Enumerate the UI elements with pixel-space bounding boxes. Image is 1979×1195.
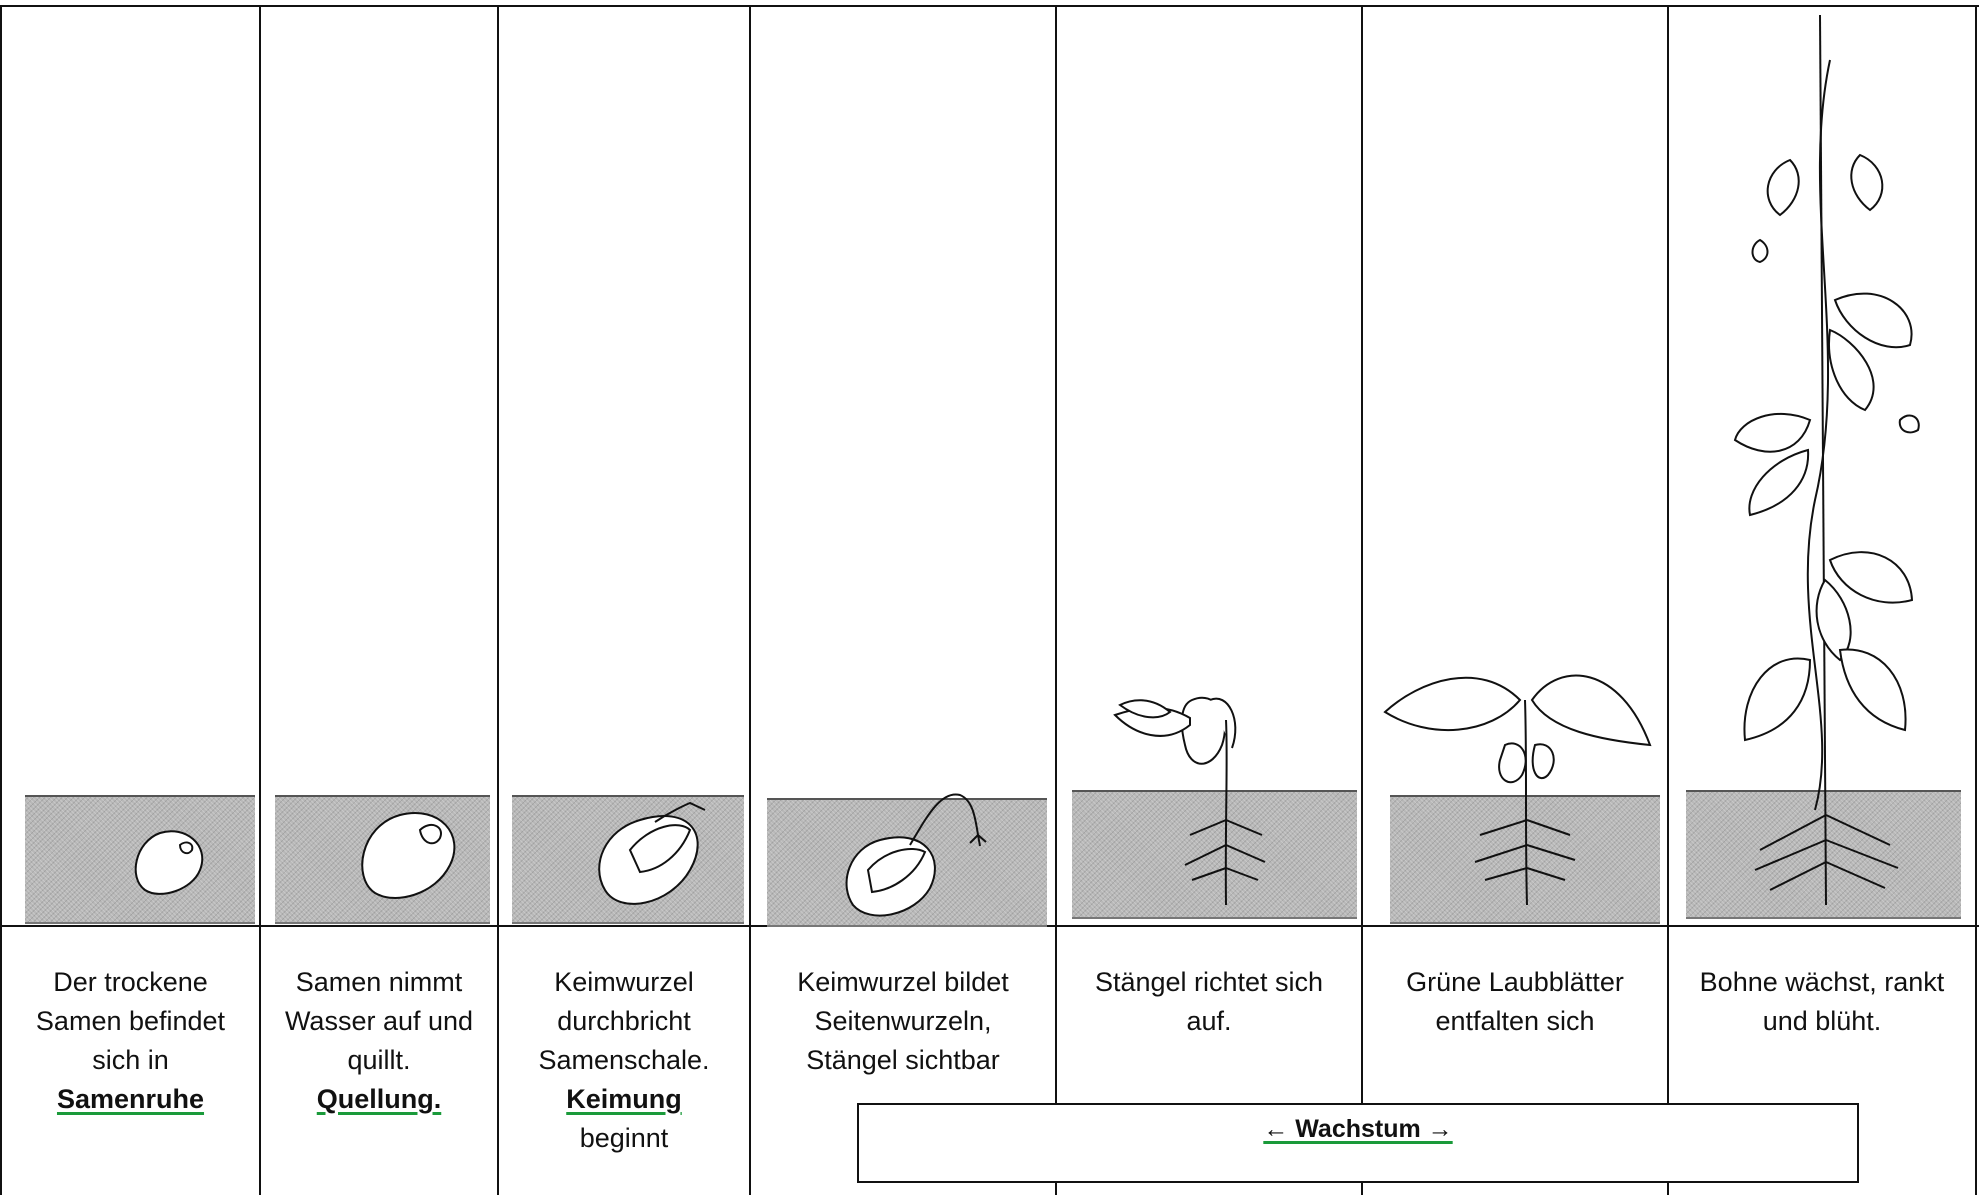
soil-strip-1 bbox=[25, 795, 255, 924]
soil-strip-7 bbox=[1686, 790, 1961, 919]
caption-stage-4: Keimwurzel bildet Seitenwurzeln, Stängel… bbox=[751, 963, 1055, 1080]
caption-line: Stängel richtet sich bbox=[1057, 963, 1361, 1002]
caption-line: Wasser auf und bbox=[261, 1002, 497, 1041]
caption-line: Grüne Laubblätter bbox=[1363, 963, 1667, 1002]
growth-box: ← Wachstum → bbox=[857, 1103, 1859, 1183]
soil-strip-2 bbox=[275, 795, 490, 924]
column-divider bbox=[1975, 5, 1977, 1195]
caption-stage-3: Keimwurzel durchbricht Samenschale. Keim… bbox=[499, 963, 749, 1158]
caption-stage-7: Bohne wächst, rankt und blüht. bbox=[1669, 963, 1975, 1041]
caption-line: sich in bbox=[2, 1041, 259, 1080]
soil-strip-5 bbox=[1072, 790, 1357, 919]
caption-line: und blüht. bbox=[1669, 1002, 1975, 1041]
caption-line: Samen befindet bbox=[2, 1002, 259, 1041]
caption-line: Seitenwurzeln, bbox=[751, 1002, 1055, 1041]
caption-line: auf. bbox=[1057, 1002, 1361, 1041]
caption-stage-6: Grüne Laubblätter entfalten sich bbox=[1363, 963, 1667, 1041]
soil-strip-6 bbox=[1390, 795, 1660, 924]
caption-line: Keimwurzel bbox=[499, 963, 749, 1002]
caption-line: Samen nimmt bbox=[261, 963, 497, 1002]
top-border bbox=[0, 5, 1979, 7]
stage-term: Samenruhe bbox=[2, 1080, 259, 1119]
caption-line: durchbricht bbox=[499, 1002, 749, 1041]
soil-strip-4 bbox=[767, 798, 1047, 927]
caption-line: beginnt bbox=[499, 1119, 749, 1158]
caption-stage-2: Samen nimmt Wasser auf und quillt. Quell… bbox=[261, 963, 497, 1119]
caption-stage-1: Der trockene Samen befindet sich in Same… bbox=[2, 963, 259, 1119]
stage-term: Keimung bbox=[499, 1080, 749, 1119]
caption-line: quillt. bbox=[261, 1041, 497, 1080]
caption-stage-5: Stängel richtet sich auf. bbox=[1057, 963, 1361, 1041]
caption-line: Der trockene bbox=[2, 963, 259, 1002]
climbing-bean-drawing bbox=[1735, 15, 1919, 905]
soil-strip-3 bbox=[512, 795, 744, 924]
growth-label: ← Wachstum → bbox=[1263, 1115, 1452, 1144]
caption-line: Stängel sichtbar bbox=[751, 1041, 1055, 1080]
caption-line: Samenschale. bbox=[499, 1041, 749, 1080]
caption-line: Keimwurzel bildet bbox=[751, 963, 1055, 1002]
caption-line: entfalten sich bbox=[1363, 1002, 1667, 1041]
stage-term: Quellung. bbox=[261, 1080, 497, 1119]
caption-line: Bohne wächst, rankt bbox=[1669, 963, 1975, 1002]
